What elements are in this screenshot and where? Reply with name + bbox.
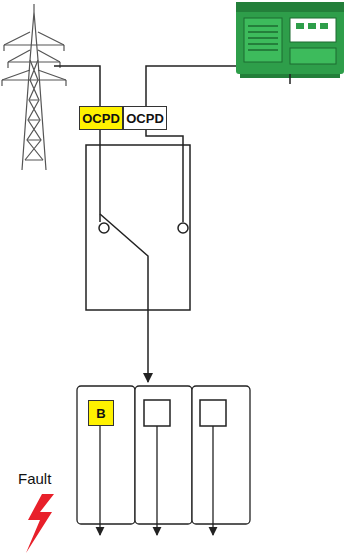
device-label: OCPD (82, 111, 120, 126)
device-box: OCPD (79, 106, 123, 130)
device-label: B (96, 406, 105, 421)
device-box: OCPD (123, 106, 167, 130)
fault-bolt (26, 494, 54, 553)
fault-label: Fault (18, 470, 51, 487)
transmission-tower (2, 4, 66, 170)
panelboard (77, 386, 250, 535)
transfer-switch (86, 145, 190, 382)
wire (54, 66, 290, 145)
device-box: B (88, 400, 114, 426)
generator (236, 2, 344, 78)
device-label: OCPD (126, 111, 164, 126)
